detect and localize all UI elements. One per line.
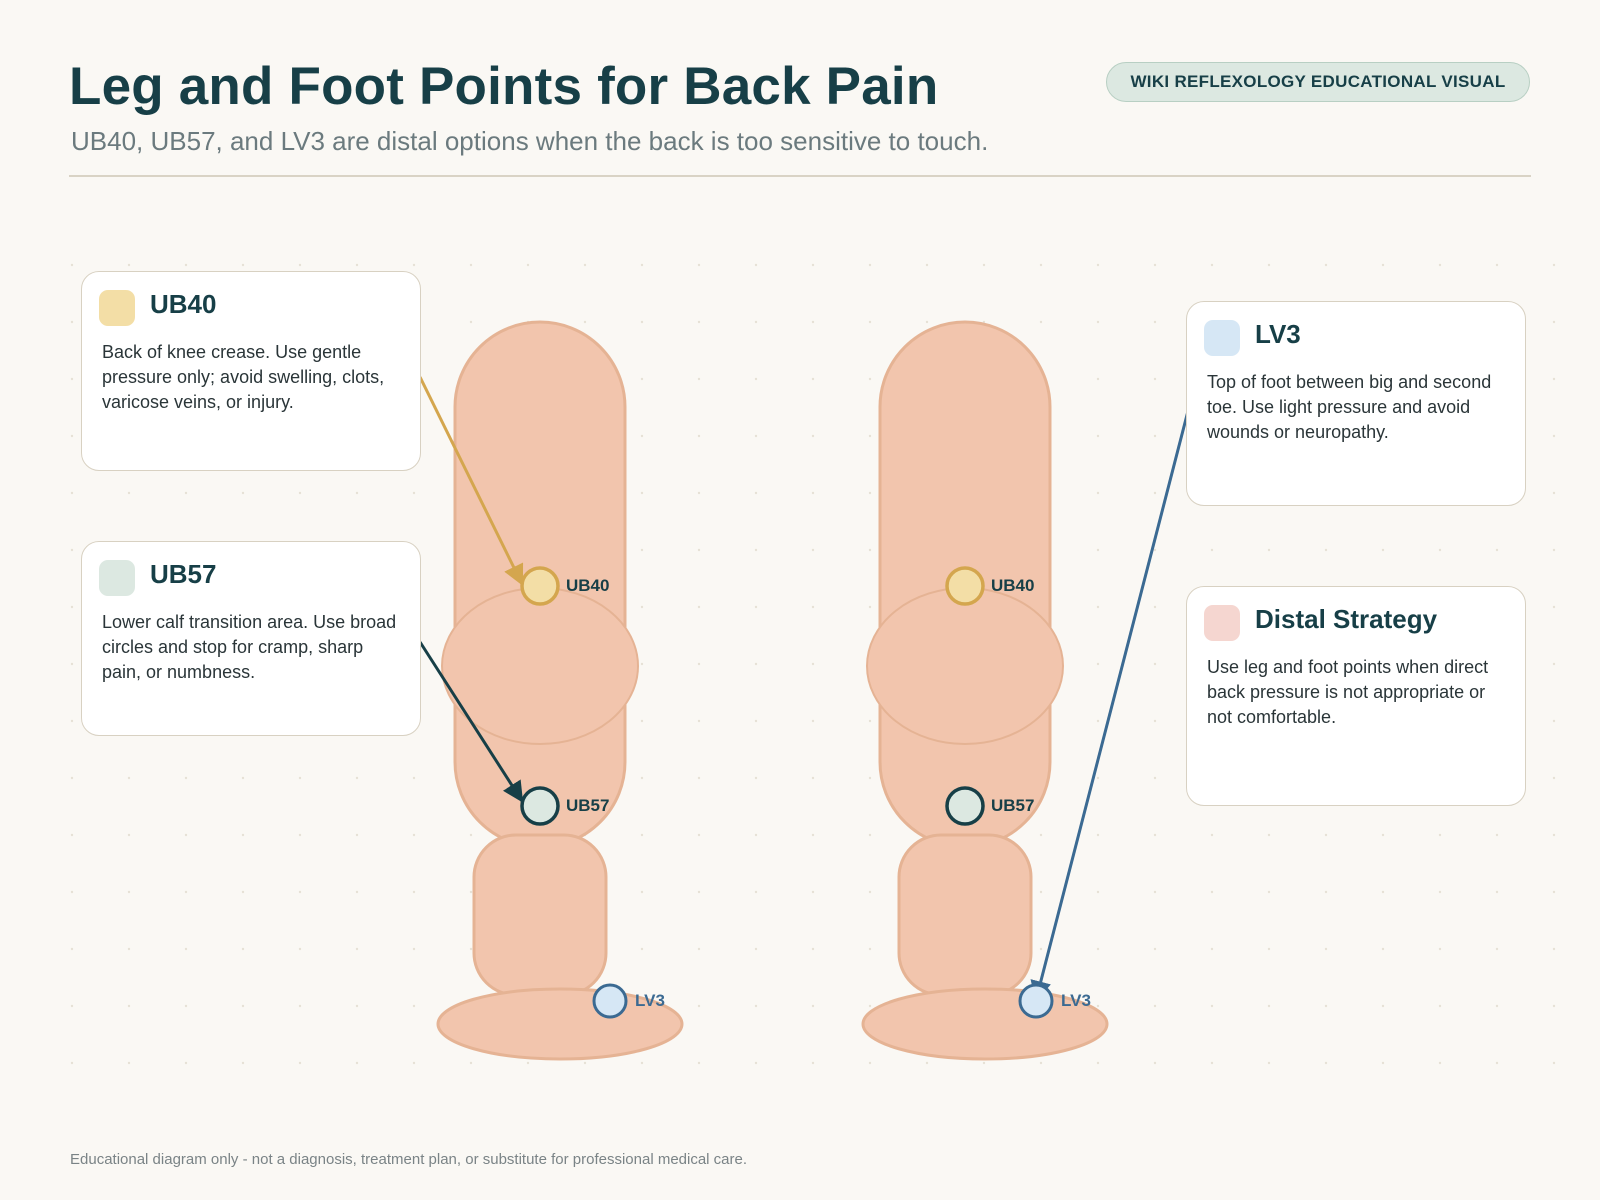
lv3-card: LV3 Top of foot between big and second t… bbox=[1186, 301, 1526, 506]
header-divider bbox=[69, 175, 1531, 177]
ub57-swatch bbox=[99, 560, 135, 596]
lv3-card-title: LV3 bbox=[1255, 319, 1301, 349]
ub57-card: UB57 Lower calf transition area. Use bro… bbox=[81, 541, 421, 736]
distal-strategy-card-text: Use leg and foot points when direct back… bbox=[1207, 657, 1489, 727]
ub40-point-right bbox=[945, 566, 985, 606]
ub57-leader-arrow bbox=[418, 641, 524, 803]
lv3-point-left bbox=[592, 983, 628, 1019]
ub40-swatch bbox=[99, 290, 135, 326]
distal-strategy-card-title: Distal Strategy bbox=[1255, 604, 1438, 634]
ub40-label-right: UB40 bbox=[991, 576, 1034, 595]
lv3-point-right bbox=[1018, 983, 1054, 1019]
ub57-card-title: UB57 bbox=[150, 559, 217, 589]
ub40-leader-arrow bbox=[418, 376, 524, 586]
page-title: Leg and Foot Points for Back Pain bbox=[69, 57, 939, 116]
ub40-card-title: UB40 bbox=[150, 289, 217, 319]
right-leg-ankle bbox=[897, 833, 1033, 997]
lv3-label-left: LV3 bbox=[635, 991, 665, 1010]
source-badge: WIKI REFLEXOLOGY EDUCATIONAL VISUAL bbox=[1106, 62, 1530, 102]
ub57-label-left: UB57 bbox=[566, 796, 609, 815]
lv3-swatch bbox=[1204, 320, 1240, 356]
left-leg-ankle bbox=[472, 833, 608, 997]
distal-strategy-swatch bbox=[1204, 605, 1240, 641]
lv3-label-right: LV3 bbox=[1061, 991, 1091, 1010]
ub40-card: UB40 Back of knee crease. Use gentle pre… bbox=[81, 271, 421, 471]
distal-strategy-card: Distal Strategy Use leg and foot points … bbox=[1186, 586, 1526, 806]
ub57-card-text: Lower calf transition area. Use broad ci… bbox=[102, 612, 397, 682]
lv3-leader-arrow bbox=[1030, 410, 1190, 1003]
ub40-card-text: Back of knee crease. Use gentle pressure… bbox=[102, 342, 385, 412]
ub57-point-right bbox=[945, 786, 985, 826]
ub40-label-left: UB40 bbox=[566, 576, 609, 595]
right-leg bbox=[861, 320, 1109, 1061]
right-leg-knee bbox=[866, 587, 1064, 745]
disclaimer-footer: Educational diagram only - not a diagnos… bbox=[70, 1151, 748, 1168]
ub57-point-left bbox=[520, 786, 560, 826]
left-leg bbox=[436, 320, 684, 1061]
ub57-label-right: UB57 bbox=[991, 796, 1034, 815]
page-subtitle: UB40, UB57, and LV3 are distal options w… bbox=[71, 126, 989, 156]
ub40-point-left bbox=[520, 566, 560, 606]
lv3-card-text: Top of foot between big and second toe. … bbox=[1207, 372, 1492, 442]
